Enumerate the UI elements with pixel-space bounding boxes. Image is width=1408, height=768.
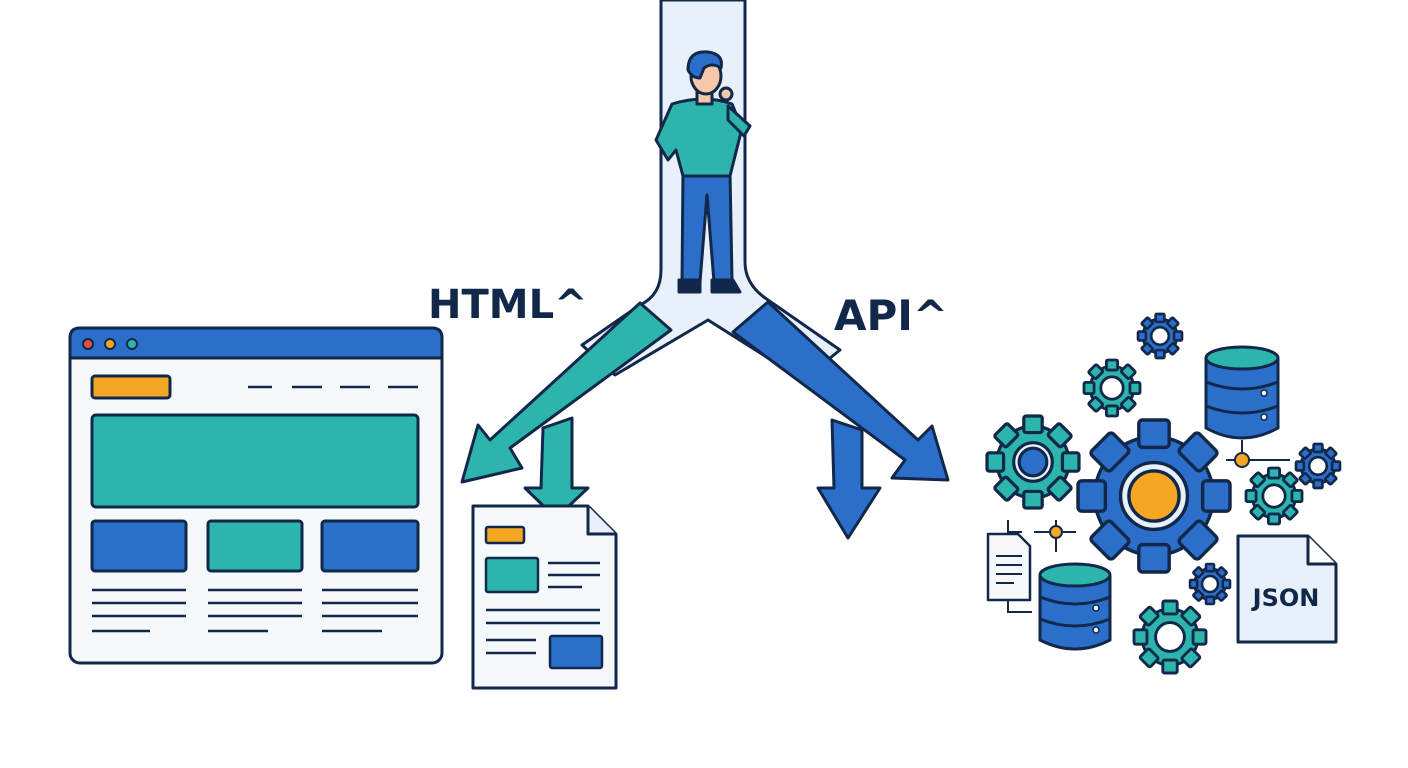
gear-icon	[1190, 564, 1230, 604]
database-icon	[1204, 345, 1280, 440]
down-arrow-icon	[523, 416, 590, 520]
gear-icon	[987, 416, 1079, 508]
person-icon	[654, 50, 752, 294]
document-icon	[471, 504, 618, 690]
window-maximize-dot	[126, 338, 138, 350]
hero-banner	[90, 413, 420, 509]
text-lines	[92, 588, 418, 633]
browser-window-icon	[68, 326, 444, 665]
api-cluster: JSON	[987, 314, 1340, 673]
api-branch-label: API^	[834, 291, 948, 340]
gear-icon	[1078, 420, 1230, 572]
card-block	[206, 519, 304, 573]
logo-block	[90, 374, 172, 400]
json-file-label: JSON	[1251, 584, 1320, 612]
window-close-dot	[82, 338, 94, 350]
card-block	[90, 519, 188, 573]
down-arrow-icon	[816, 418, 882, 540]
html-branch-label: HTML^	[428, 282, 588, 328]
gear-icon	[1134, 601, 1206, 673]
gear-icon	[1084, 360, 1140, 416]
card-block	[320, 519, 420, 573]
gear-icon	[1138, 314, 1182, 358]
database-icon	[1038, 562, 1112, 651]
window-minimize-dot	[104, 338, 116, 350]
api-branch-arrows	[731, 300, 950, 540]
gear-icon	[1246, 468, 1302, 524]
json-file-icon	[1236, 534, 1338, 644]
file-icon	[986, 532, 1032, 602]
html-branch-arrows	[460, 301, 673, 520]
gear-icon	[1296, 444, 1340, 488]
